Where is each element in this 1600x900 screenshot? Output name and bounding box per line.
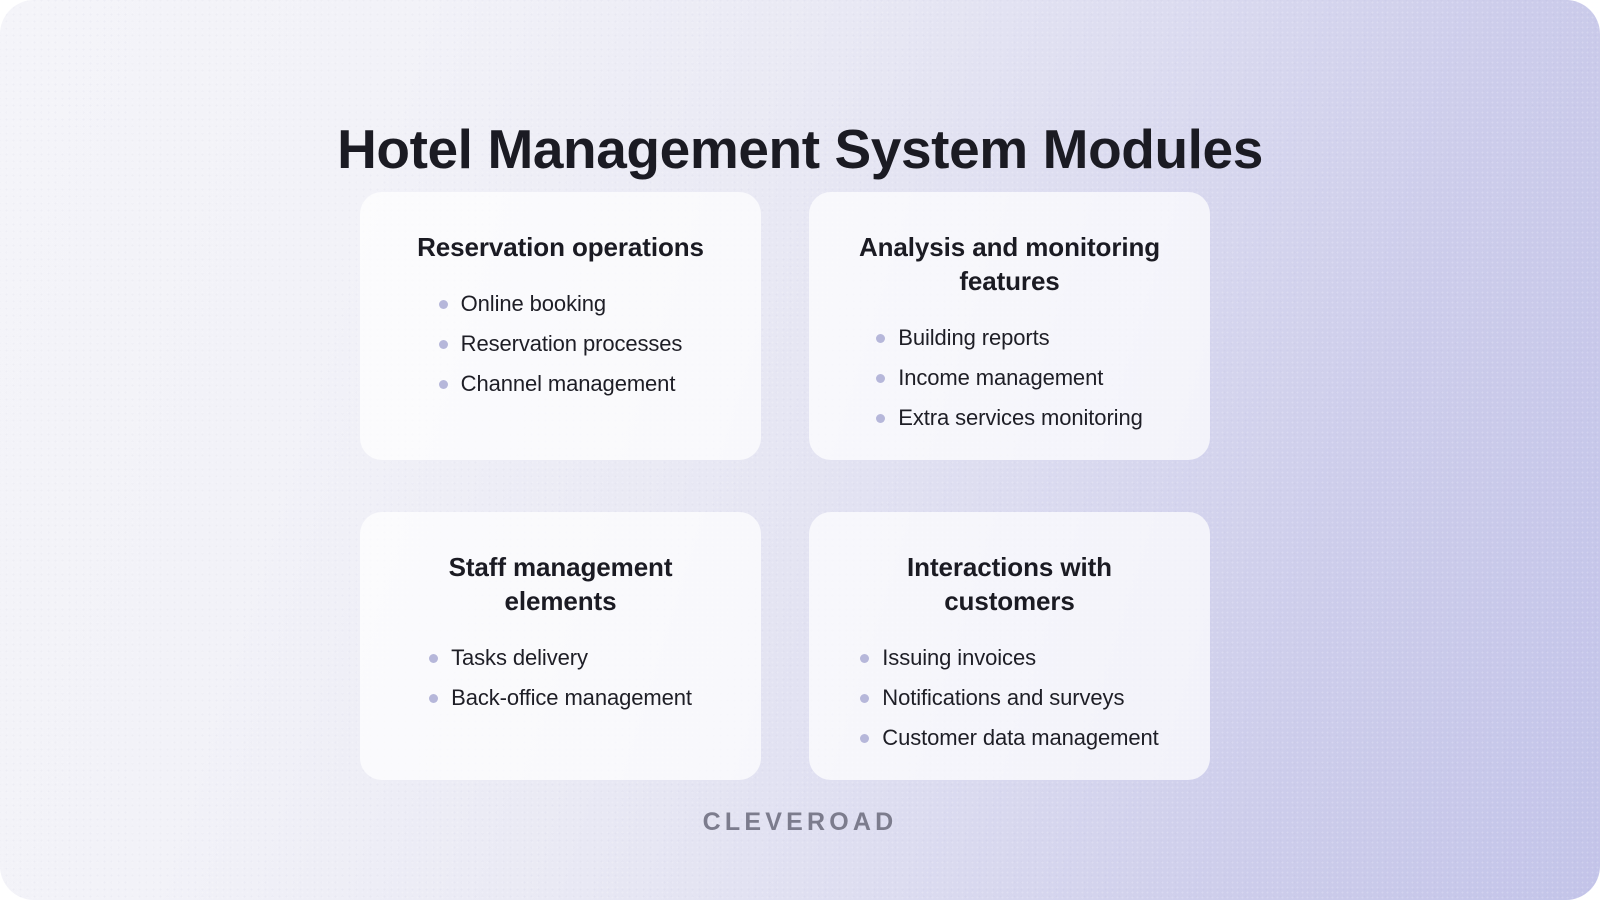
card-bullet-list: Online booking Reservation processes Cha…	[438, 284, 683, 404]
list-item: Channel management	[438, 364, 683, 404]
module-card-staff-management-elements: Staff management elements Tasks delivery…	[360, 512, 761, 780]
list-item: Issuing invoices	[860, 638, 1158, 678]
module-card-analysis-and-monitoring-features: Analysis and monitoring features Buildin…	[809, 192, 1210, 460]
list-item: Back-office management	[429, 678, 692, 718]
list-item: Customer data management	[860, 718, 1159, 758]
list-item: Extra services monitoring	[876, 398, 1143, 438]
card-title: Analysis and monitoring features	[858, 232, 1161, 296]
bullet-dot-icon	[860, 653, 870, 663]
list-item: Tasks delivery	[429, 638, 692, 678]
list-item: Notifications and surveys	[860, 678, 1158, 718]
card-title: Interactions with customers	[907, 552, 1112, 616]
page-title: Hotel Management System Modules	[337, 117, 1263, 180]
bullet-label: Building reports	[898, 325, 1050, 350]
module-card-reservation-operations: Reservation operations Online booking Re…	[360, 192, 761, 460]
module-card-interactions-with-customers: Interactions with customers Issuing invo…	[809, 512, 1210, 780]
list-item: Building reports	[876, 318, 1142, 358]
card-title: Reservation operations	[417, 232, 704, 262]
card-bullet-list: Building reports Income management Extra…	[876, 318, 1143, 438]
cleveroad-logo: CLEVEROAD	[702, 808, 898, 836]
bullet-label: Extra services monitoring	[898, 405, 1143, 430]
bullet-dot-icon	[429, 653, 439, 663]
bullet-label: Reservation processes	[460, 331, 683, 356]
bullet-dot-icon	[438, 339, 448, 349]
bullet-dot-icon	[876, 333, 886, 343]
card-title: Staff management elements	[448, 552, 673, 616]
bullet-label: Channel management	[460, 371, 676, 396]
module-card-grid: Reservation operations Online booking Re…	[360, 192, 1210, 780]
bullet-dot-icon	[876, 373, 886, 383]
bullet-dot-icon	[438, 299, 448, 309]
bullet-label: Customer data management	[882, 725, 1159, 750]
bullet-label: Notifications and surveys	[882, 685, 1125, 710]
bullet-dot-icon	[438, 379, 448, 389]
list-item: Income management	[876, 358, 1142, 398]
bullet-label: Income management	[898, 365, 1104, 390]
bullet-dot-icon	[860, 733, 870, 743]
bullet-dot-icon	[860, 693, 870, 703]
list-item: Reservation processes	[438, 324, 683, 364]
list-item: Online booking	[438, 284, 683, 324]
bullet-dot-icon	[429, 693, 439, 703]
card-bullet-list: Tasks delivery Back-office management	[429, 638, 692, 718]
card-bullet-list: Issuing invoices Notifications and surve…	[860, 638, 1159, 758]
bullet-label: Issuing invoices	[882, 645, 1036, 670]
bullet-label: Back-office management	[451, 685, 692, 710]
bullet-label: Tasks delivery	[451, 645, 588, 670]
bullet-label: Online booking	[460, 291, 607, 316]
bullet-dot-icon	[876, 413, 886, 423]
